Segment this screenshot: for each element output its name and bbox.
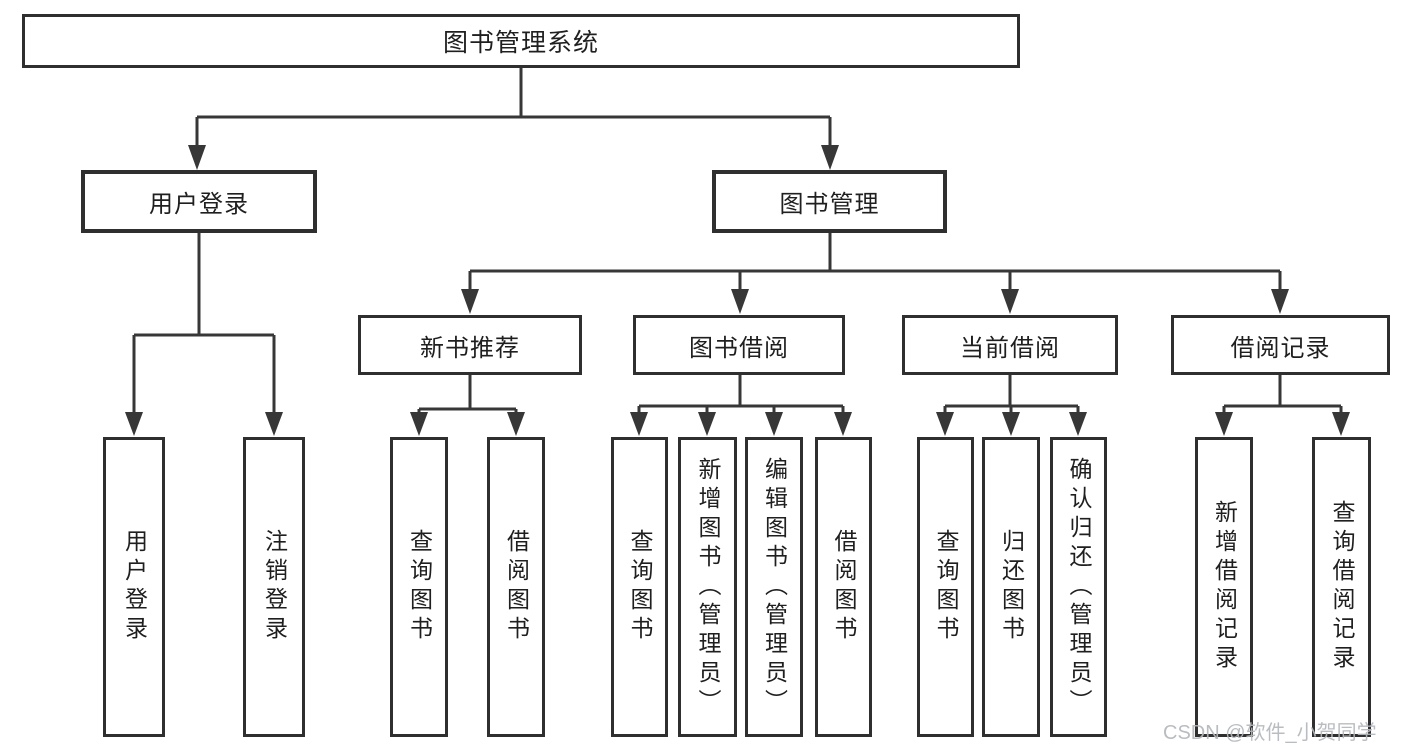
leaf-query-borrow-record: 查询借阅记录 [1312,437,1371,737]
arrowheads [125,145,1350,436]
csdn-watermark: CSDN @软件_小贺同学 [1163,722,1377,744]
leaf-edit-books-admin-label: 编辑图书（管理员） [761,456,788,718]
connector-borrow-records [1222,375,1343,413]
arrow-down-icon [188,145,206,170]
leaf-query-books-recommend-label: 查询图书 [406,529,433,645]
leaf-query-books-recommend: 查询图书 [390,437,448,737]
arrow-down-icon [821,145,839,170]
leaf-add-borrow-record: 新增借阅记录 [1195,437,1253,737]
arrow-down-icon [630,412,648,436]
node-user-login: 用户登录 [81,170,317,233]
connector-book-borrow [637,375,845,413]
leaf-add-books-admin-label: 新增图书（管理员） [695,456,721,718]
node-book-management: 图书管理 [712,170,947,233]
leaf-edit-books-admin: 编辑图书（管理员） [745,437,803,737]
arrow-down-icon [1069,412,1087,436]
arrow-down-icon [698,412,716,436]
arrow-down-icon [1332,412,1350,436]
leaf-borrow-books-recommend: 借阅图书 [487,437,545,737]
leaf-borrow-books-label: 借阅图书 [831,529,857,645]
leaf-borrow-books-recommend-label: 借阅图书 [503,529,530,645]
node-book-borrow: 图书借阅 [633,315,845,375]
connector-root [195,68,832,145]
leaf-logout-label: 注销登录 [261,529,288,645]
leaf-confirm-return-admin: 确认归还（管理员） [1050,437,1107,737]
node-current-borrow: 当前借阅 [902,315,1118,375]
leaf-query-books-borrow-label: 查询图书 [627,529,653,645]
connector-book-management [468,233,1282,290]
arrow-down-icon [1002,412,1020,436]
leaf-user-login: 用户登录 [103,437,165,737]
leaf-add-books-admin: 新增图书（管理员） [678,437,737,737]
arrow-down-icon [125,412,143,436]
connector-user-login [132,233,276,412]
node-current-borrow-label: 当前借阅 [960,334,1060,362]
leaf-return-books-label: 归还图书 [998,529,1025,645]
arrow-down-icon [507,412,525,436]
arrow-down-icon [265,412,283,436]
node-new-book-recommend: 新书推荐 [358,315,582,375]
connector-new-book-recommend [417,375,518,413]
leaf-user-login-label: 用户登录 [121,529,148,645]
arrow-down-icon [1271,289,1289,314]
node-root: 图书管理系统 [22,14,1020,68]
leaf-query-books-current: 查询图书 [917,437,974,737]
node-borrow-records: 借阅记录 [1171,315,1390,375]
node-user-login-label: 用户登录 [149,191,249,218]
arrow-down-icon [936,412,954,436]
arrow-down-icon [410,412,428,436]
arrow-down-icon [1001,289,1019,314]
leaf-query-books-current-label: 查询图书 [933,529,959,645]
leaf-query-borrow-record-label: 查询借阅记录 [1329,500,1355,674]
arrow-down-icon [731,289,749,314]
leaf-logout: 注销登录 [243,437,305,737]
arrow-down-icon [834,412,852,436]
leaf-confirm-return-admin-label: 确认归还（管理员） [1066,456,1092,718]
node-book-management-label: 图书管理 [779,191,880,218]
connector-current-borrow [943,375,1080,413]
arrow-down-icon [1215,412,1233,436]
leaf-borrow-books: 借阅图书 [815,437,872,737]
arrow-down-icon [461,289,479,314]
node-new-book-recommend-label: 新书推荐 [420,334,520,362]
node-root-label: 图书管理系统 [442,29,599,57]
leaf-return-books: 归还图书 [982,437,1040,737]
arrow-down-icon [765,412,783,436]
node-book-borrow-label: 图书借阅 [689,334,789,362]
leaf-query-books-borrow: 查询图书 [611,437,668,737]
node-borrow-records-label: 借阅记录 [1230,334,1331,362]
leaf-add-borrow-record-label: 新增借阅记录 [1211,500,1238,674]
